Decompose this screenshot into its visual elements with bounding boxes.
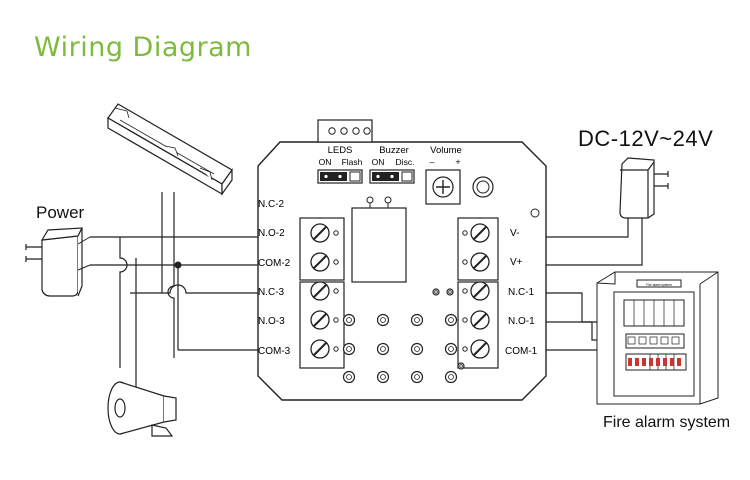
terminal-dot xyxy=(462,346,468,352)
buzzer-jumper[interactable] xyxy=(369,169,415,184)
siren-horn-icon xyxy=(107,381,177,437)
terminal-label-nc3: N.C-3 xyxy=(258,287,285,298)
left-terminal-screw[interactable] xyxy=(310,281,330,301)
board-hole-inner xyxy=(414,374,420,380)
panel-indicator-light xyxy=(663,358,667,366)
fire-panel-header-label: Fire alarm system xyxy=(646,283,672,287)
terminal-dot xyxy=(333,288,339,294)
right-terminal-screw[interactable] xyxy=(470,339,490,359)
volume-knob[interactable] xyxy=(425,169,461,205)
terminal-label-nc2: N.C-2 xyxy=(258,199,285,210)
terminal-label-com1: COM-1 xyxy=(505,346,538,357)
wire-junction xyxy=(174,261,182,269)
panel-button xyxy=(638,336,647,345)
panel-indicator-light xyxy=(635,358,639,366)
panel-indicator-light xyxy=(628,358,632,366)
panel-indicator-light xyxy=(677,358,681,366)
power-adapter-icon xyxy=(25,227,91,297)
connector-pins xyxy=(328,127,371,135)
magnetic-lock-icon xyxy=(107,103,233,196)
terminal-label-no1: N.O-1 xyxy=(508,316,535,327)
buzzer-on-label: ON xyxy=(372,157,385,167)
page-title: Wiring Diagram xyxy=(34,32,252,63)
mount-hole-right xyxy=(530,208,540,218)
fire-alarm-panel-icon xyxy=(596,271,719,405)
right-terminal-screw[interactable] xyxy=(470,310,490,330)
board-hole-inner xyxy=(459,364,463,368)
terminal-label-no2: N.O-2 xyxy=(258,228,285,239)
left-terminal-screw[interactable] xyxy=(310,310,330,330)
terminal-dot xyxy=(333,230,339,236)
terminal-label-no3: N.O-3 xyxy=(258,316,285,327)
leds-title: LEDS xyxy=(328,145,353,156)
board-hole-inner xyxy=(380,374,386,380)
leds-jumper[interactable] xyxy=(317,169,363,184)
board-hole-inner xyxy=(346,374,352,380)
terminal-label-vplus: V+ xyxy=(510,257,523,268)
terminal-dot xyxy=(333,346,339,352)
terminal-dot xyxy=(462,317,468,323)
terminal-label-com2: COM-2 xyxy=(258,258,291,269)
board-hole-inner xyxy=(434,290,438,294)
terminal-label-com3: COM-3 xyxy=(258,346,291,357)
terminal-dot xyxy=(333,259,339,265)
board-hole-inner xyxy=(380,317,386,323)
left-terminal-screw[interactable] xyxy=(310,223,330,243)
dc-adapter-icon xyxy=(619,157,669,219)
panel-button xyxy=(671,336,680,345)
panel-button xyxy=(660,336,669,345)
panel-button xyxy=(649,336,658,345)
fire-alarm-label: Fire alarm system xyxy=(603,414,731,431)
terminal-dot xyxy=(462,230,468,236)
panel-indicator-light xyxy=(670,358,674,366)
leds-flash-label: Flash xyxy=(342,157,363,167)
board-hole-inner xyxy=(346,317,352,323)
volume-minus-label: – xyxy=(429,157,434,167)
buzzer-title: Buzzer xyxy=(379,145,409,156)
right-terminal-screw[interactable] xyxy=(470,252,490,272)
terminal-dot xyxy=(333,317,339,323)
terminal-label-vminus: V- xyxy=(510,228,519,239)
board-holes xyxy=(342,288,465,384)
panel-indicator-lights xyxy=(627,336,681,366)
relay-component xyxy=(351,196,407,283)
power-label: Power xyxy=(36,203,85,222)
terminal-dot xyxy=(462,288,468,294)
board-hole-inner xyxy=(448,290,452,294)
left-terminal-screw[interactable] xyxy=(310,252,330,272)
panel-indicator-light xyxy=(642,358,646,366)
buzzer-disc-label: Disc. xyxy=(396,157,415,167)
board-hole-inner xyxy=(380,346,386,352)
right-terminal-screw[interactable] xyxy=(470,281,490,301)
right-terminal-screw[interactable] xyxy=(470,223,490,243)
panel-indicator-light xyxy=(649,358,653,366)
board-hole-inner xyxy=(414,317,420,323)
board-hole-inner xyxy=(346,346,352,352)
panel-button xyxy=(627,336,636,345)
volume-plus-label: + xyxy=(455,157,460,167)
buzzer-disc-icon xyxy=(472,176,494,198)
leds-on-label: ON xyxy=(319,157,332,167)
terminal-label-nc1: N.C-1 xyxy=(508,287,535,298)
dc-supply-label: DC-12V~24V xyxy=(578,126,714,151)
left-terminal-screw[interactable] xyxy=(310,339,330,359)
panel-indicator-light xyxy=(656,358,660,366)
board-hole-inner xyxy=(414,346,420,352)
board-hole-inner xyxy=(448,317,454,323)
volume-title: Volume xyxy=(430,145,462,156)
board-hole-inner xyxy=(448,346,454,352)
terminal-dot xyxy=(462,259,468,265)
board-hole-inner xyxy=(448,374,454,380)
